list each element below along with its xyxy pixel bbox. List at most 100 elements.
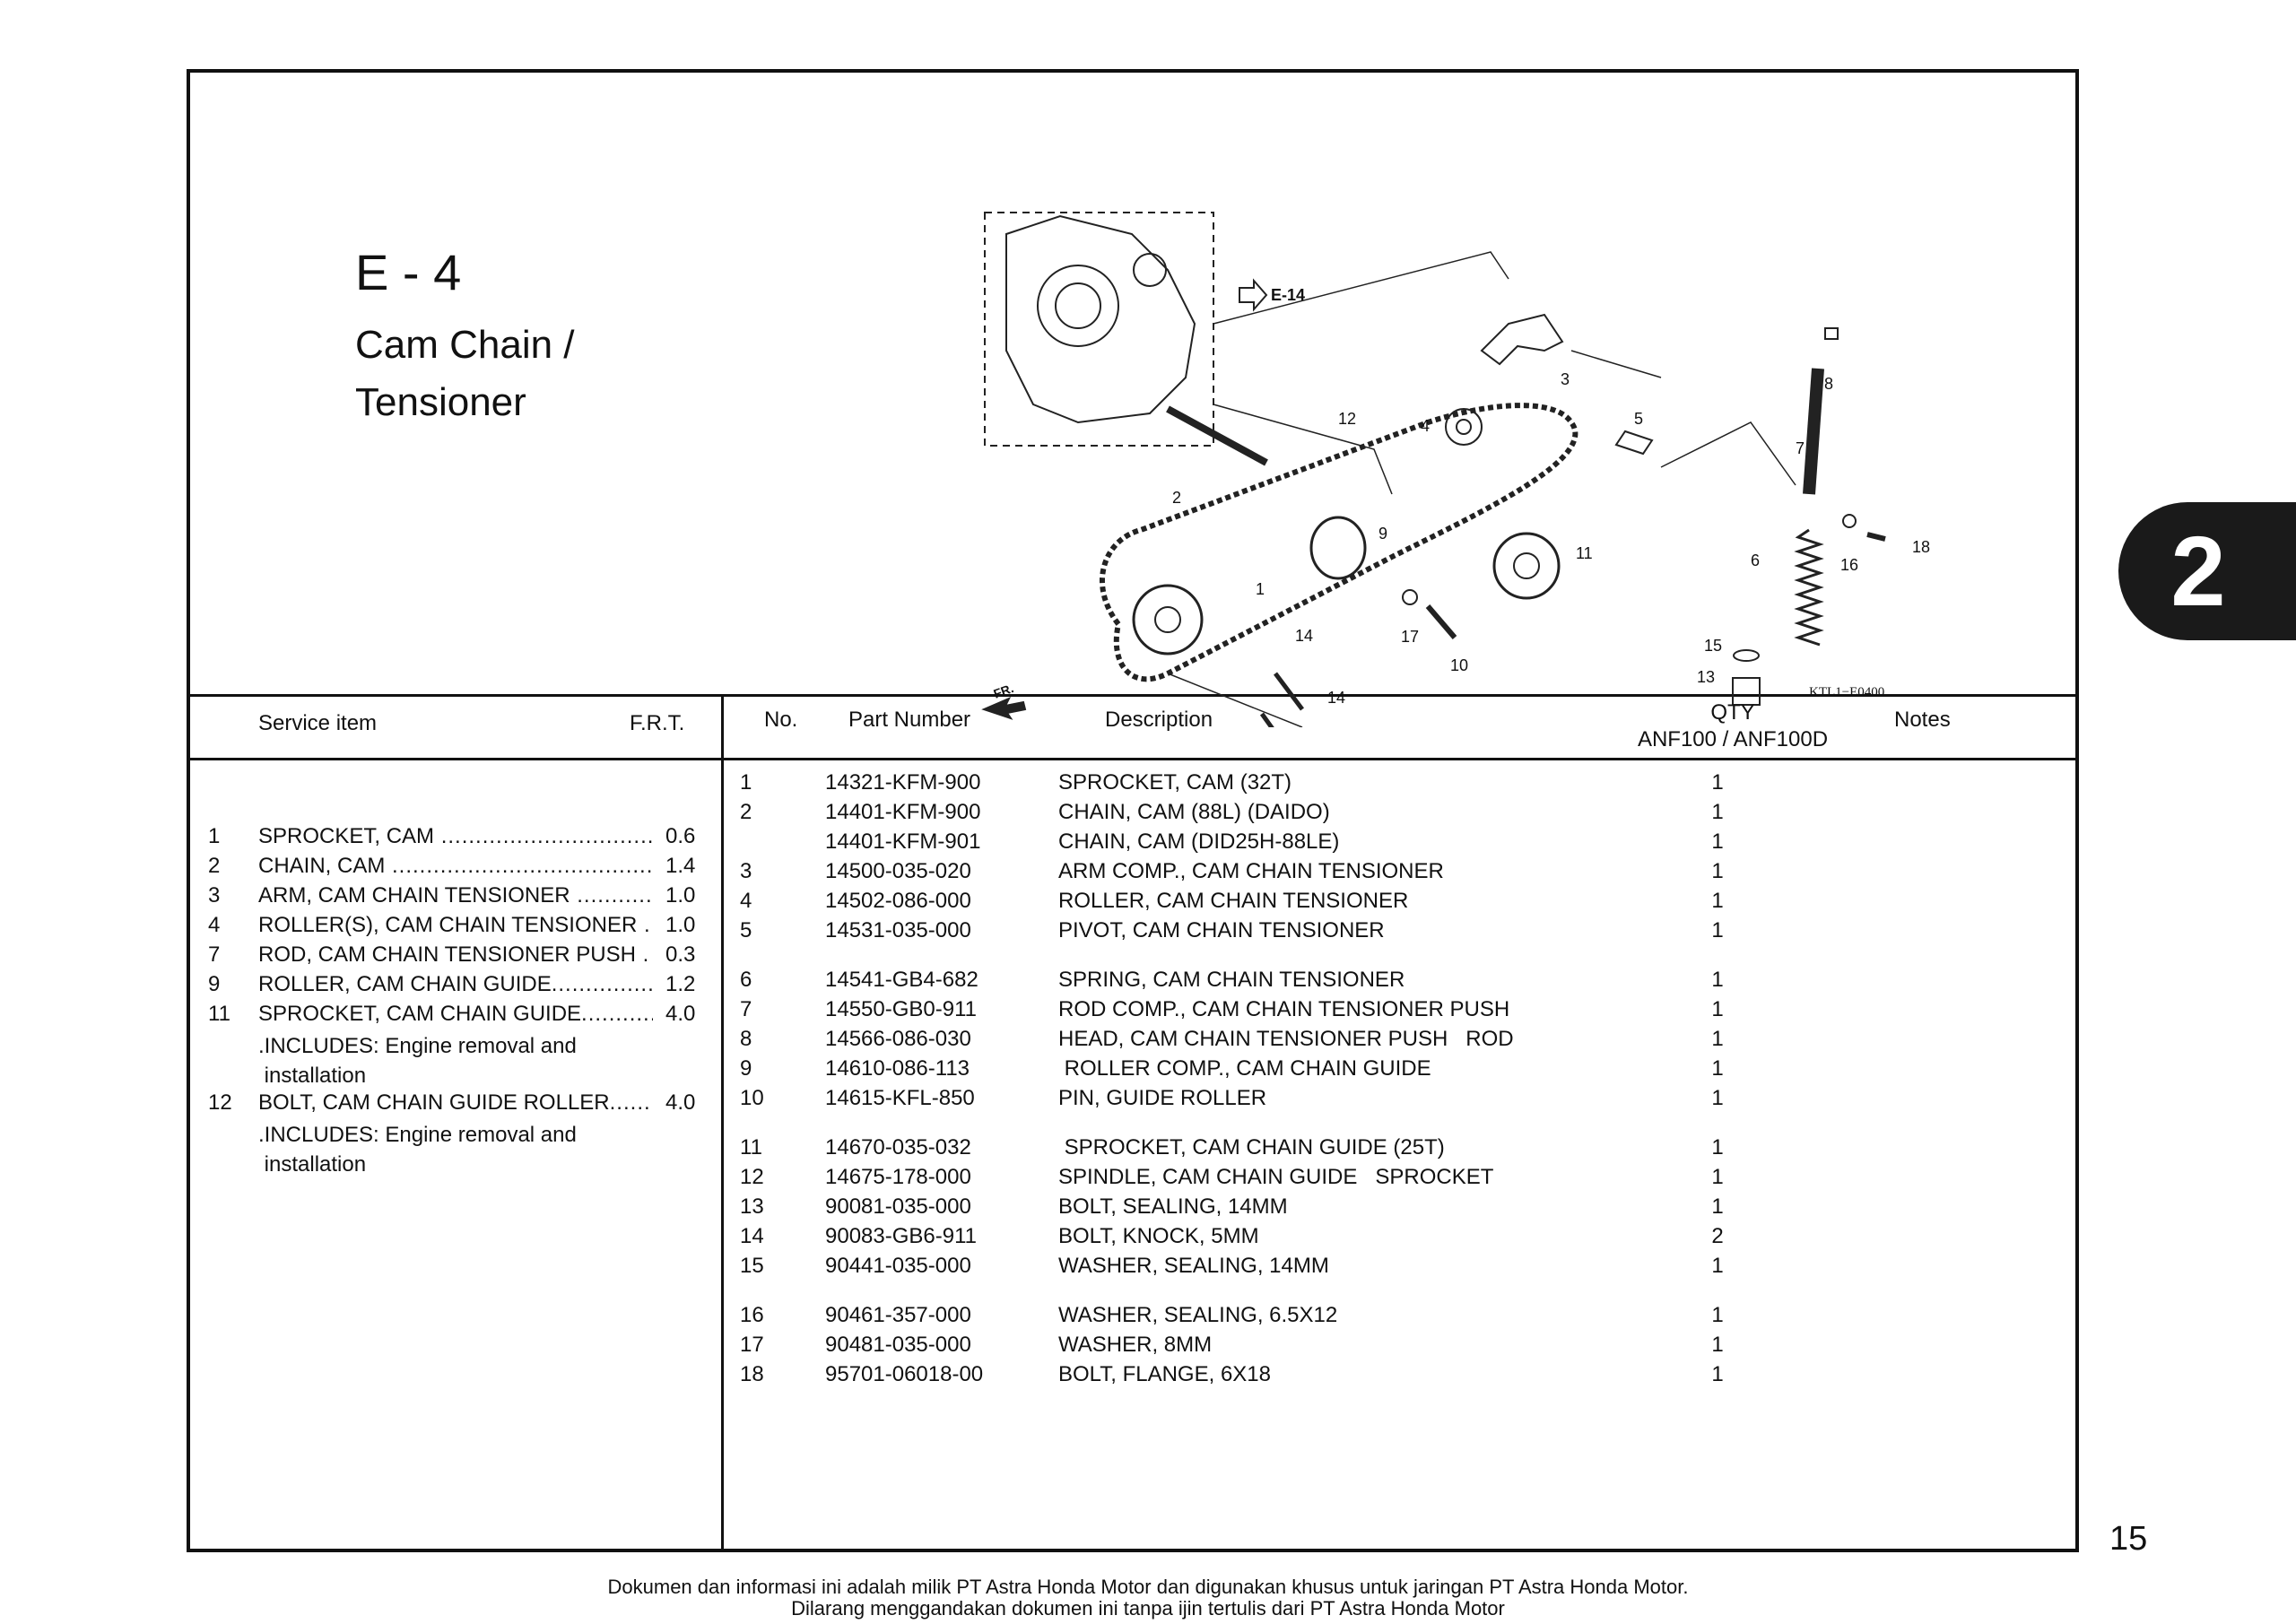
models-header: ANF100 / ANF100D: [1637, 727, 1829, 751]
pivot-bolt: [1614, 430, 1654, 456]
front-arrow: [981, 697, 1027, 720]
washer: [1402, 589, 1418, 605]
service-frt: 0.6: [665, 824, 696, 848]
service-desc: BOLT, CAM CHAIN GUIDE ROLLER: [258, 1090, 610, 1115]
tensioner-arm: [1480, 313, 1564, 366]
chapter-tab: 2: [2118, 502, 2296, 640]
section-title-line2: Tensioner: [355, 380, 526, 424]
service-frt: 1.2: [665, 972, 696, 996]
callout-12: 12: [1338, 410, 1356, 428]
column-header-divider: [190, 758, 2075, 760]
push-rod-head: [1824, 327, 1839, 340]
callout-4: 4: [1421, 417, 1430, 435]
service-row: 4 ROLLER(S), CAM CHAIN TENSIONER . 1.0: [190, 913, 719, 942]
service-frt: 4.0: [665, 1002, 696, 1026]
service-no: 1: [208, 824, 221, 848]
catalog-frame: E - 4 Cam Chain / Tensioner: [187, 69, 2079, 1552]
service-desc: CHAIN, CAM: [258, 854, 386, 878]
service-row: 9 ROLLER, CAM CHAIN GUIDE...............…: [190, 972, 719, 1002]
sealing-bolt: [1732, 677, 1761, 706]
part-number-header: Part Number: [848, 708, 971, 732]
service-no: 3: [208, 883, 221, 908]
footer-disclaimer: Dokumen dan informasi ini adalah milik P…: [0, 1576, 2296, 1620]
service-no: 4: [208, 913, 221, 937]
service-no: 12: [208, 1090, 232, 1115]
service-item-list: 1 SPROCKET, CAM ........................…: [190, 824, 719, 1398]
service-includes-note: .INCLUDES: Engine removal and installati…: [258, 1034, 577, 1088]
callout-18: 18: [1912, 538, 1930, 556]
page-number: 15: [2109, 1520, 2148, 1558]
service-frt: 4.0: [665, 1090, 696, 1115]
diagram-code: KTL1−E0400: [1809, 685, 1884, 699]
section-code: E - 4: [355, 244, 462, 300]
no-header: No.: [764, 708, 798, 732]
service-desc: ARM, CAM CHAIN TENSIONER: [258, 883, 570, 908]
service-includes-note: .INCLUDES: Engine removal and installati…: [258, 1123, 577, 1177]
service-row: 12 BOLT, CAM CHAIN GUIDE ROLLER...... 4.…: [190, 1090, 719, 1120]
guide-pin: [1425, 604, 1457, 639]
ref-arrow-label: E-14: [1271, 286, 1305, 304]
cam-sprocket: [1132, 584, 1204, 656]
footer-line2: Dilarang menggandakan dokumen ini tanpa …: [791, 1597, 1505, 1620]
tensioner-rod: [1803, 368, 1824, 495]
reference-arrow: [1239, 278, 1268, 312]
callout-6: 6: [1751, 551, 1760, 569]
crankcase-bore: [1037, 265, 1119, 347]
cam-chain: [1100, 403, 1578, 682]
callout-5: 5: [1634, 410, 1643, 428]
callout-11: 11: [1576, 544, 1593, 562]
service-no: 11: [208, 1002, 230, 1026]
section-title: Cam Chain / Tensioner: [355, 317, 575, 431]
callout-10: 10: [1450, 656, 1468, 674]
callout-13: 13: [1697, 668, 1715, 686]
sealing-washer-14mm: [1733, 649, 1760, 662]
tensioner-roller: [1445, 408, 1483, 446]
qty-header: QTY: [1710, 700, 1755, 725]
sealing-washer: [1842, 514, 1857, 528]
guide-sprocket: [1492, 532, 1561, 600]
service-row: 1 SPROCKET, CAM ........................…: [190, 824, 719, 854]
callout-17: 17: [1401, 628, 1419, 646]
callout-2: 2: [1172, 489, 1181, 507]
guide-roller: [1309, 516, 1367, 580]
callout-9: 9: [1378, 525, 1387, 543]
frt-header: F.R.T.: [630, 711, 685, 735]
service-item-header: Service item: [258, 711, 378, 735]
service-desc: ROD, CAM CHAIN TENSIONER PUSH: [258, 942, 636, 967]
service-desc: ROLLER, CAM CHAIN GUIDE: [258, 972, 552, 996]
spindle: [1166, 405, 1268, 466]
crankcase-outline: [984, 212, 1214, 447]
exploded-parts-diagram: E-14 FR. KTL1−E0400 1 2 3 4 5 6 7 8 9 10…: [981, 212, 1930, 727]
description-header: Description: [1105, 708, 1213, 732]
footer-line1: Dokumen dan informasi ini adalah milik P…: [607, 1576, 1689, 1598]
front-label: FR.: [992, 681, 1016, 701]
tensioner-spring: [1794, 528, 1824, 647]
crankcase-body: [1005, 214, 1196, 424]
service-row: 2 CHAIN, CAM ...........................…: [190, 854, 719, 883]
flange-bolt: [1866, 532, 1886, 542]
service-frt: 0.3: [665, 942, 696, 967]
service-frt: 1.4: [665, 854, 696, 878]
callout-14a: 14: [1295, 627, 1313, 645]
callout-15: 15: [1704, 637, 1722, 655]
service-desc: SPROCKET, CAM CHAIN GUIDE: [258, 1002, 582, 1026]
column-divider: [721, 694, 724, 1549]
service-no: 7: [208, 942, 221, 967]
